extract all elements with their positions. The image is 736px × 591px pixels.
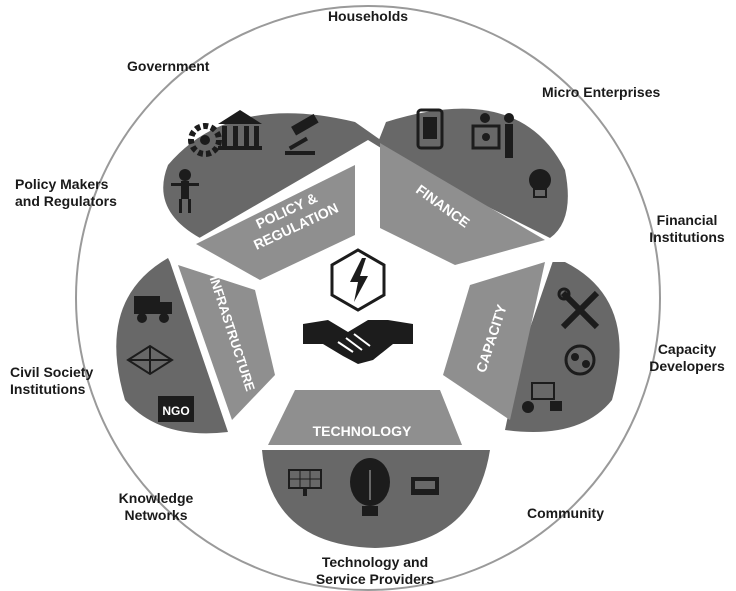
segments bbox=[178, 143, 545, 445]
segment-infrastructure bbox=[178, 265, 275, 420]
gavel-icon bbox=[285, 113, 319, 155]
solar-panel-icon bbox=[288, 469, 322, 496]
truck-icon bbox=[134, 296, 172, 323]
ngo-badge-icon: NGO bbox=[158, 396, 194, 422]
wind-bulb-icon bbox=[350, 458, 390, 516]
label-households: Households bbox=[327, 8, 409, 24]
government-building-icon bbox=[218, 110, 262, 150]
handshake-icon bbox=[303, 320, 413, 364]
lightning-bolt-icon bbox=[330, 248, 386, 312]
label-policy-makers: Policy Makers and Regulators bbox=[15, 176, 117, 209]
mobile-payment-icon bbox=[416, 108, 444, 150]
segment-finance bbox=[380, 143, 545, 265]
gear-icon bbox=[188, 123, 222, 157]
label-community: Community bbox=[527, 505, 604, 521]
label-micro-enterprises: Micro Enterprises bbox=[542, 84, 661, 100]
outer-ring bbox=[75, 5, 661, 591]
segment-technology bbox=[268, 390, 462, 445]
generator-icon bbox=[411, 477, 439, 495]
bank-teller-icon bbox=[471, 113, 514, 158]
segment-label-technology: TECHNOLOGY bbox=[313, 423, 412, 439]
segment-capacity bbox=[443, 262, 545, 420]
label-knowledge-networks: Knowledge Networks bbox=[118, 490, 194, 523]
training-presentation-icon bbox=[522, 382, 562, 413]
recycle-people-icon bbox=[564, 344, 596, 376]
label-financial-institutions: Financial Institutions bbox=[649, 212, 725, 245]
transmission-tower-icon bbox=[126, 344, 174, 376]
ngo-text: NGO bbox=[162, 404, 189, 418]
label-civil-society: Civil Society Institutions bbox=[10, 364, 94, 397]
light-bulb-icon bbox=[529, 169, 551, 198]
segment-policy bbox=[196, 165, 355, 280]
label-technology-providers: Technology and Service Providers bbox=[315, 554, 435, 587]
finance-petal bbox=[375, 108, 568, 238]
tools-icon bbox=[557, 287, 600, 330]
label-capacity-developers: Capacity Developers bbox=[649, 341, 725, 374]
label-government: Government bbox=[127, 58, 210, 74]
tax-person-icon bbox=[171, 169, 199, 213]
